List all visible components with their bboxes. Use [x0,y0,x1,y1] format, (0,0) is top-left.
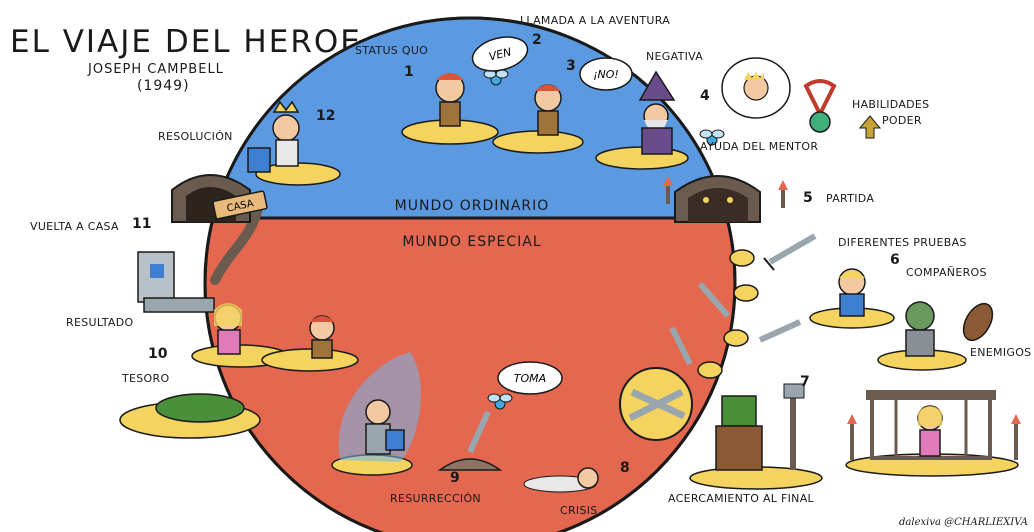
mentor-wizard-figure [638,70,676,155]
stage-11-label: VUELTA A CASA [30,220,119,233]
bubble-text-ven: VEN [488,45,513,63]
casa-sign-icon: CASA [212,190,268,220]
stage-8-number: 8 [620,460,630,476]
stage-5-label: PARTIDA [826,192,875,205]
fairy-icons [483,69,725,410]
sword-icon [758,319,802,343]
tesoro-label: TESORO [122,372,170,385]
stage-11-number: 11 [132,216,152,232]
hero-figure-refusal [534,84,562,136]
ordinary-world-label: MUNDO ORDINARIO [395,198,550,214]
speech-bubble-toma: TOMA [497,361,563,395]
stage-12-label: RESOLUCIÓN [158,130,233,143]
departure-gate-icon [674,175,761,223]
diferentes-pruebas-label: DIFERENTES PRUEBAS [838,236,967,249]
fairy-icon [483,69,509,86]
bubble-text-toma: TOMA [514,372,546,385]
stage-1-number: 1 [404,64,414,80]
stage-2-number: 2 [532,32,542,48]
torch-icon [663,176,788,208]
page-title: EL VIAJE DEL HEROE [10,24,362,60]
crossed-swords-icon [619,367,693,441]
medal-icon [803,79,837,133]
stage-10-number: 10 [148,346,168,362]
sword-icon [697,282,731,318]
speech-bubble-no: ¡NO! [579,57,633,91]
hero-figure-status-quo [435,73,465,127]
defeated-monster-icon [119,393,261,439]
fallen-hero-figure [523,467,599,493]
stage-7-label: ACERCAMIENTO AL FINAL [668,492,814,505]
sword-in-stone-icon [437,410,503,471]
artist-signature: dalexiva @CHARLIEXIVA [899,517,1028,528]
trial-swords [669,233,817,366]
publication-year: (1949) [137,78,190,94]
caged-princess-icon [847,390,1021,460]
stage-2-label: LLAMADA A LA AVENTURA [520,14,671,27]
speech-bubble-ven: VEN [471,36,529,72]
stage-9-number: 9 [450,470,460,486]
poder-label: PODER [882,114,922,127]
stage-3-number: 3 [566,58,576,74]
stage-6-number: 6 [890,252,900,268]
world-circle: MUNDO ORDINARIO MUNDO ESPECIAL [203,16,737,532]
orc-warrior-figure [715,383,805,471]
throne-icon [137,251,215,313]
princess-and-hero-figures [214,303,335,359]
stage-5-number: 5 [803,190,813,206]
stage-4-label: AYUDA DEL MENTOR [700,140,819,153]
sword-icon [669,326,693,366]
resurrected-hero-figure [338,352,421,462]
stage-6-label: COMPAÑEROS [906,266,987,279]
king-figure-resolution [247,100,300,173]
trial-stepping-stones [697,249,759,379]
power-up-arrow-icon [858,115,882,139]
stage-8-label: CRISIS [560,504,598,517]
enemigos-label: ENEMIGOS [970,346,1032,359]
fairy-icon [699,129,725,146]
fairy-icon [487,393,513,410]
stage-12-number: 12 [316,108,336,124]
sword-icon [763,233,817,271]
companion-figure [838,268,866,317]
stage-4-number: 4 [700,88,710,104]
stage-9-label: RESURRECCIÓN [390,492,481,505]
princess-portrait-bubble [721,57,791,119]
stage-10-label: RESULTADO [66,316,134,329]
enemy-goblin-figure [905,301,994,357]
special-world-label: MUNDO ESPECIAL [402,234,541,250]
home-gate-icon: CASA [171,174,268,223]
stage-7-number: 7 [800,374,810,390]
stage-3-label: NEGATIVA [646,50,704,63]
author-name: JOSEPH CAMPBELL [88,62,224,77]
stage-1-label: STATUS QUO [355,44,429,57]
home-path [210,203,263,285]
habilidades-label: HABILIDADES [852,98,930,111]
bubble-text-no: ¡NO! [593,68,619,81]
